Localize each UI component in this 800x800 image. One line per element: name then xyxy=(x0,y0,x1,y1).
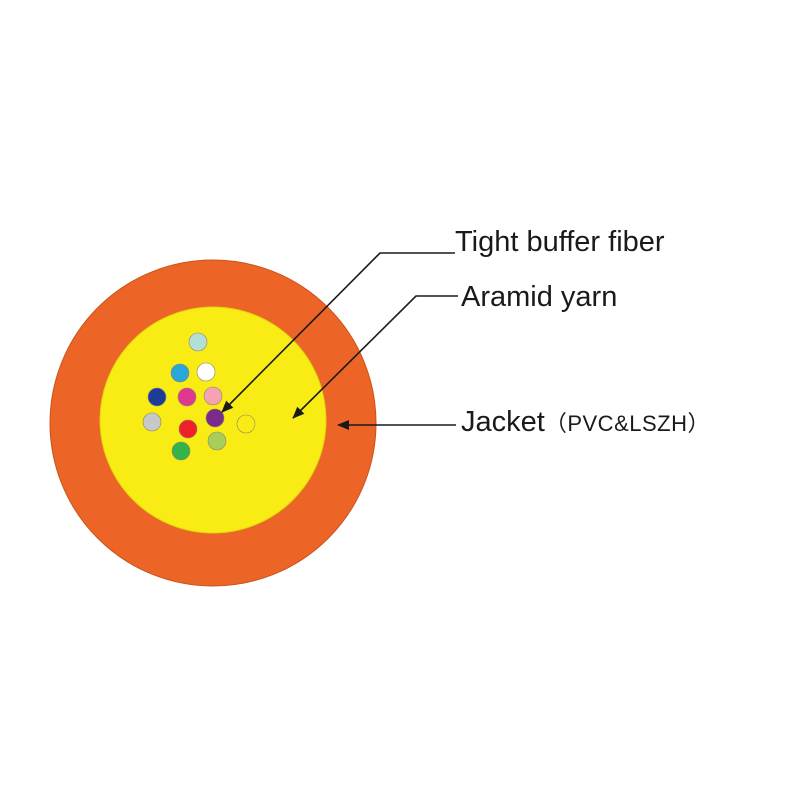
tight-buffer-fibers xyxy=(142,332,256,461)
fiber-8 xyxy=(178,419,198,439)
fiber-11 xyxy=(171,441,191,461)
fiber-12 xyxy=(207,431,227,451)
label-jacket-name: Jacket xyxy=(461,406,545,438)
leader-line-tight-buffer-fiber xyxy=(221,252,455,413)
fiber-7 xyxy=(142,412,162,432)
label-tight-buffer-fiber: Tight buffer fiber xyxy=(455,226,665,258)
fiber-5 xyxy=(177,387,197,407)
label-aramid-yarn: Aramid yarn xyxy=(461,281,618,313)
fiber-9 xyxy=(205,408,225,428)
label-jacket-material: （PVC&LSZH） xyxy=(544,411,710,436)
leader-line-aramid-yarn xyxy=(292,295,458,419)
label-jacket: Jacket（PVC&LSZH） xyxy=(461,408,710,437)
fiber-4 xyxy=(147,387,167,407)
fiber-2 xyxy=(170,363,190,383)
fiber-10 xyxy=(236,414,256,434)
fiber-3 xyxy=(196,362,216,382)
fiber-1 xyxy=(188,332,208,352)
fiber-6 xyxy=(203,386,223,406)
